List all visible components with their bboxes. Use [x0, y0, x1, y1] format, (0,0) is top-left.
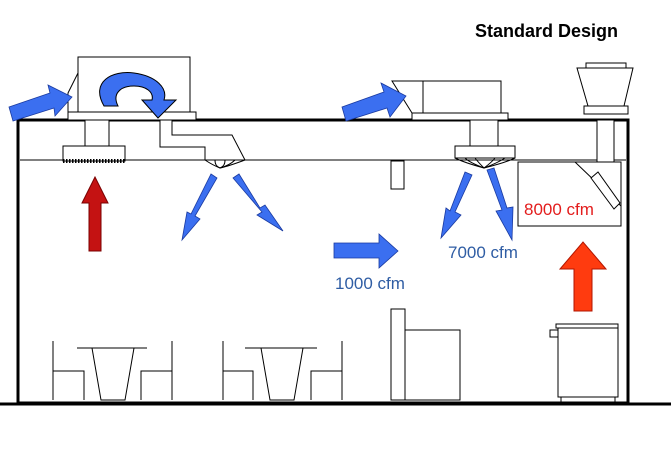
exhaust-cfm-label: 8000 cfm: [524, 200, 594, 220]
exhaust-fan: [576, 62, 634, 163]
supply-arrow-2a: [440, 171, 473, 240]
exhaust-fan-cap: [585, 62, 627, 69]
service-counter: [390, 308, 461, 401]
rtu-intake-hood: [67, 72, 79, 113]
makeup-air-curb: [411, 112, 509, 121]
rooftop-unit-kitchen: [390, 80, 516, 190]
exhaust-duct: [596, 119, 615, 163]
exhaust-fan-curb: [583, 105, 629, 115]
table-set-1: [52, 341, 173, 401]
rtu-supply-duct: [84, 119, 110, 147]
kitchen-appliance: [549, 323, 619, 402]
recirculation-arrow: [99, 72, 178, 119]
supply-arrow-1a: [181, 173, 218, 242]
diagram-title: Standard Design: [475, 21, 619, 41]
heat-arrow-kitchen: [558, 241, 608, 312]
soffit-drop: [390, 160, 405, 190]
dining-furniture: [52, 308, 461, 401]
return-grille: [62, 145, 126, 162]
transfer-air-arrow: [333, 233, 399, 269]
outdoor-air-arrow-kitchen: [341, 82, 407, 122]
table-set-2: [222, 341, 343, 401]
rtu-curb: [67, 111, 197, 121]
ceiling-diffuser-2: [454, 157, 516, 169]
transfer-cfm-label: 1000 cfm: [335, 274, 405, 293]
outdoor-air-arrow-dining: [8, 84, 73, 122]
rooftop-unit-dining: [62, 56, 246, 163]
exhaust-fan-housing: [576, 67, 634, 107]
supply-duct-dining: [159, 119, 246, 161]
supply-cfm-label: 7000 cfm: [448, 243, 518, 262]
building-shell: [0, 118, 671, 406]
supply-arrow-1b: [232, 173, 284, 232]
ceiling-diffuser-1: [204, 159, 246, 169]
supply-arrow-2b: [486, 167, 514, 242]
heat-arrow-dining: [81, 175, 109, 252]
makeup-air-box: [422, 80, 502, 114]
airflow-arrows: [8, 82, 514, 269]
makeup-diffuser-box: [454, 145, 516, 159]
hood-filter: [590, 171, 621, 210]
